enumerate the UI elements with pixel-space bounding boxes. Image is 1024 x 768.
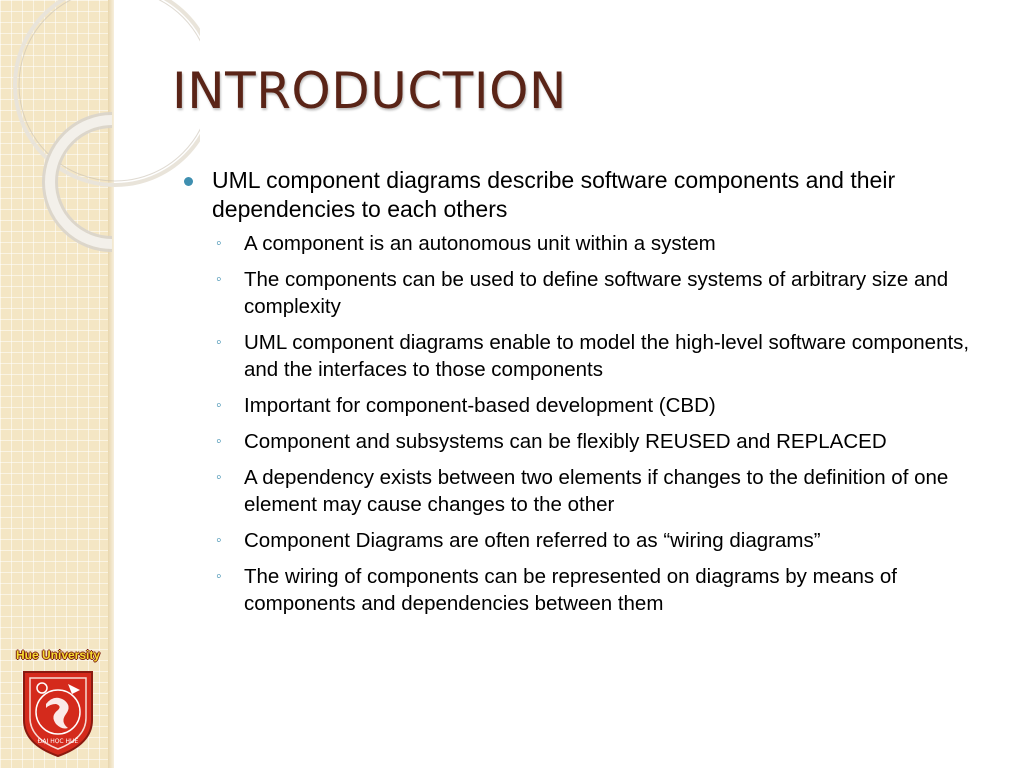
sub-bullet-item: ◦ The wiring of components can be repres… [214,563,994,617]
hollow-circle-bullet-icon: ◦ [216,334,222,351]
sub-bullet-item: ◦ Component Diagrams are often referred … [214,527,994,554]
sub-bullet-text: A dependency exists between two elements… [244,466,949,516]
sub-bullet-text: The wiring of components can be represen… [244,565,897,615]
sub-bullet-item: ◦ A dependency exists between two elemen… [214,464,994,518]
sub-bullet-list: ◦ A component is an autonomous unit with… [184,230,994,617]
decorative-arc-inner [45,115,113,249]
filled-circle-bullet-icon [184,177,193,186]
hollow-circle-bullet-icon: ◦ [216,568,222,585]
main-bullet-item: UML component diagrams describe software… [184,166,994,224]
logo-label: Hue University [15,648,101,662]
content-body: UML component diagrams describe software… [184,166,994,626]
sub-bullet-item: ◦ A component is an autonomous unit with… [214,230,994,257]
hollow-circle-bullet-icon: ◦ [216,532,222,549]
decorative-arc [42,112,113,252]
sub-bullet-item: ◦ The components can be used to define s… [214,266,994,320]
decorative-circle-large-inner [18,0,200,182]
sub-bullet-text: A component is an autonomous unit within… [244,232,716,255]
hollow-circle-bullet-icon: ◦ [216,433,222,450]
sub-bullet-text: Component and subsystems can be flexibly… [244,430,887,453]
university-seal-icon: ĐẠI HỌC HUẾ [23,671,93,758]
band-edge [108,0,114,768]
sub-bullet-item: ◦ Important for component-based developm… [214,392,994,419]
hollow-circle-bullet-icon: ◦ [216,271,222,288]
sub-bullet-text: UML component diagrams enable to model t… [244,331,970,381]
decorative-circles [13,0,200,252]
sub-bullet-text: Important for component-based developmen… [244,394,716,417]
sub-bullet-item: ◦ Component and subsystems can be flexib… [214,428,994,455]
main-bullet-text: UML component diagrams describe software… [212,167,896,222]
university-logo: Hue University ĐẠI HỌC HUẾ [8,648,108,758]
sub-bullet-text: The components can be used to define sof… [244,268,949,318]
sub-bullet-item: ◦ UML component diagrams enable to model… [214,329,994,383]
hollow-circle-bullet-icon: ◦ [216,235,222,252]
hollow-circle-bullet-icon: ◦ [216,469,222,486]
slide-title: INTRODUCTION [172,62,567,120]
sub-bullet-text: Component Diagrams are often referred to… [244,529,821,552]
seal-text: ĐẠI HỌC HUẾ [38,737,79,745]
hollow-circle-bullet-icon: ◦ [216,397,222,414]
decorative-circle-large [13,0,200,187]
